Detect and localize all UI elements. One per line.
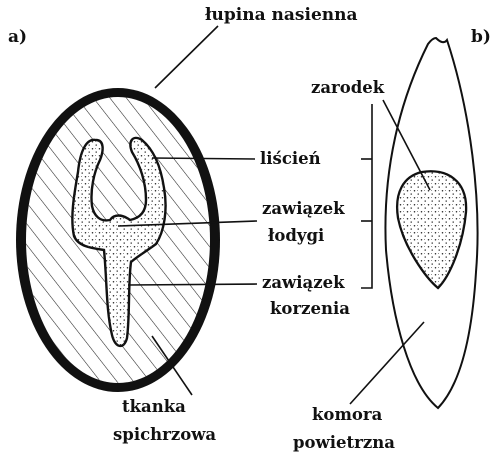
- bracket-embryo-parts: [361, 104, 372, 288]
- label-cotyledon: liścień: [260, 149, 321, 168]
- label-air-line2: powietrzna: [293, 433, 395, 452]
- panel-b-tag: b): [471, 27, 491, 47]
- panel-a-tag: a): [8, 27, 27, 47]
- label-storage-line2: spichrzowa: [113, 425, 216, 444]
- label-seed-coat: łupina nasienna: [205, 5, 358, 25]
- leader-root-bud: [128, 284, 257, 285]
- label-storage-line1: tkanka: [122, 397, 186, 416]
- leader-seed-coat: [155, 26, 218, 88]
- label-stem-bud-line1: zawiązek: [262, 199, 345, 218]
- label-root-bud-line2: korzenia: [270, 299, 350, 318]
- leader-cotyledon: [152, 158, 255, 159]
- panel-a: a) łupina nasienna liścień zawiązek łody…: [8, 5, 358, 444]
- label-air-line1: komora: [312, 405, 383, 424]
- label-embryo: zarodek: [311, 78, 385, 97]
- label-stem-bud-line2: łodygi: [268, 226, 324, 245]
- label-root-bud-line1: zawiązek: [262, 273, 345, 292]
